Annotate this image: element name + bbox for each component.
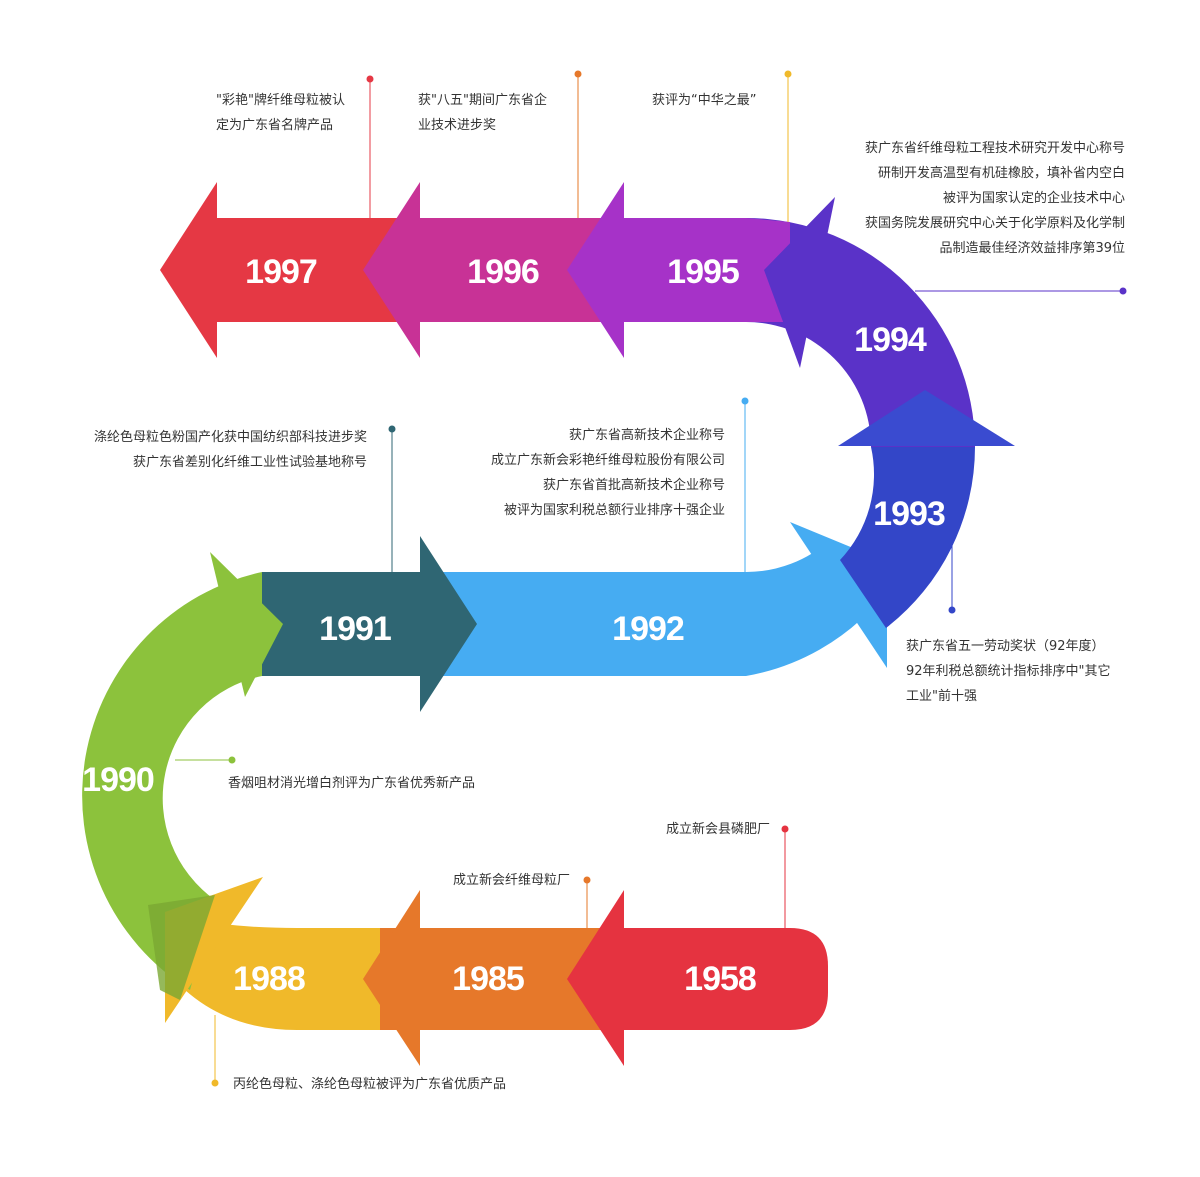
arrowhead-1958 <box>567 890 624 1066</box>
note-line: 被评为国家利税总额行业排序十强企业 <box>503 503 725 518</box>
note-1994: 获广东省纤维母粒工程技术研究开发中心称号 研制开发高温型有机硅橡胶，填补省内空白… <box>865 136 1125 261</box>
note-1990: 香烟咀材消光增白剂评为广东省优秀新产品 <box>228 771 475 796</box>
note-1958: 成立新会县磷肥厂 <box>666 817 770 842</box>
note-line: 获评为“中华之最” <box>652 93 757 108</box>
note-1988: 丙纶色母粒、涤纶色母粒被评为广东省优质产品 <box>233 1072 506 1097</box>
note-line: 丙纶色母粒、涤纶色母粒被评为广东省优质产品 <box>233 1077 507 1092</box>
arrowhead-1990 <box>210 552 283 697</box>
arrowhead-1985 <box>363 890 420 1066</box>
year-1991: 1991 <box>319 610 391 648</box>
segment-1996 <box>400 218 600 322</box>
note-line: 涤纶色母粒色粉国产化获中国纺织部科技进步奖 <box>93 430 367 445</box>
note-1985: 成立新会纤维母粒厂 <box>453 868 570 893</box>
note-1997: "彩艳"牌纤维母粒被认 定为广东省名牌产品 <box>216 88 345 138</box>
arrowhead-1993 <box>838 390 1015 446</box>
note-line: 获广东省纤维母粒工程技术研究开发中心称号 <box>864 141 1125 156</box>
year-1996: 1996 <box>467 253 539 291</box>
note-line: 获国务院发展研究中心关于化学原料及化学制 <box>864 216 1125 231</box>
note-line: 品制造最佳经济效益排序第39位 <box>939 241 1125 256</box>
note-line: 成立广东新会彩艳纤维母粒股份有限公司 <box>490 453 725 468</box>
segment-1995 <box>600 218 790 322</box>
note-line: 获广东省五一劳动奖状（92年度） <box>906 639 1105 654</box>
arrowhead-1996 <box>363 182 420 358</box>
segment-1991 <box>262 572 442 676</box>
note-1992: 获广东省高新技术企业称号 成立广东新会彩艳纤维母粒股份有限公司 获广东省首批高新… <box>491 423 725 523</box>
arrowhead-1995 <box>567 182 624 358</box>
note-1995: 获评为“中华之最” <box>652 88 756 113</box>
note-line: 获广东省首批高新技术企业称号 <box>542 478 725 493</box>
note-line: 获"八五"期间广东省企 <box>418 93 547 108</box>
note-line: 成立新会县磷肥厂 <box>665 822 770 837</box>
segment-1993 <box>840 447 975 628</box>
segment-1958 <box>600 928 828 1030</box>
note-line: 业技术进步奖 <box>418 118 497 133</box>
year-1988: 1988 <box>233 960 305 998</box>
note-line: 成立新会纤维母粒厂 <box>452 873 570 888</box>
segment-1985 <box>380 928 600 1030</box>
year-1994: 1994 <box>854 321 927 359</box>
year-1990: 1990 <box>82 761 154 799</box>
segment-1990 <box>82 572 263 990</box>
note-line: 定为广东省名牌产品 <box>216 118 334 133</box>
note-line: 香烟咀材消光增白剂评为广东省优秀新产品 <box>228 776 476 791</box>
note-line: 工业"前十强 <box>906 689 977 704</box>
segment-1988 <box>185 920 380 1030</box>
note-line: 被评为国家认定的企业技术中心 <box>942 191 1125 206</box>
note-line: "彩艳"牌纤维母粒被认 <box>216 93 345 108</box>
fold-shadow <box>148 895 215 1000</box>
arrowhead-1994 <box>764 197 835 368</box>
year-1992: 1992 <box>612 610 684 648</box>
year-1985: 1985 <box>452 960 524 998</box>
arrowhead-1991 <box>420 536 477 712</box>
segment-1992 <box>440 540 880 676</box>
year-1958: 1958 <box>684 960 756 998</box>
note-line: 获广东省差别化纤维工业性试验基地称号 <box>132 455 367 470</box>
year-1995: 1995 <box>667 253 739 291</box>
note-line: 研制开发高温型有机硅橡胶，填补省内空白 <box>877 166 1125 181</box>
note-1996: 获"八五"期间广东省企 业技术进步奖 <box>418 88 547 138</box>
note-line: 92年利税总额统计指标排序中"其它 <box>906 664 1111 679</box>
connectors <box>175 70 1127 1087</box>
note-1991: 涤纶色母粒色粉国产化获中国纺织部科技进步奖 获广东省差别化纤维工业性试验基地称号 <box>94 425 367 475</box>
note-1993: 获广东省五一劳动奖状（92年度） 92年利税总额统计指标排序中"其它 工业"前十… <box>906 634 1111 709</box>
year-1997: 1997 <box>245 253 317 291</box>
note-line: 获广东省高新技术企业称号 <box>568 428 725 443</box>
arrowhead-1997 <box>160 182 217 358</box>
year-1993: 1993 <box>873 495 945 533</box>
